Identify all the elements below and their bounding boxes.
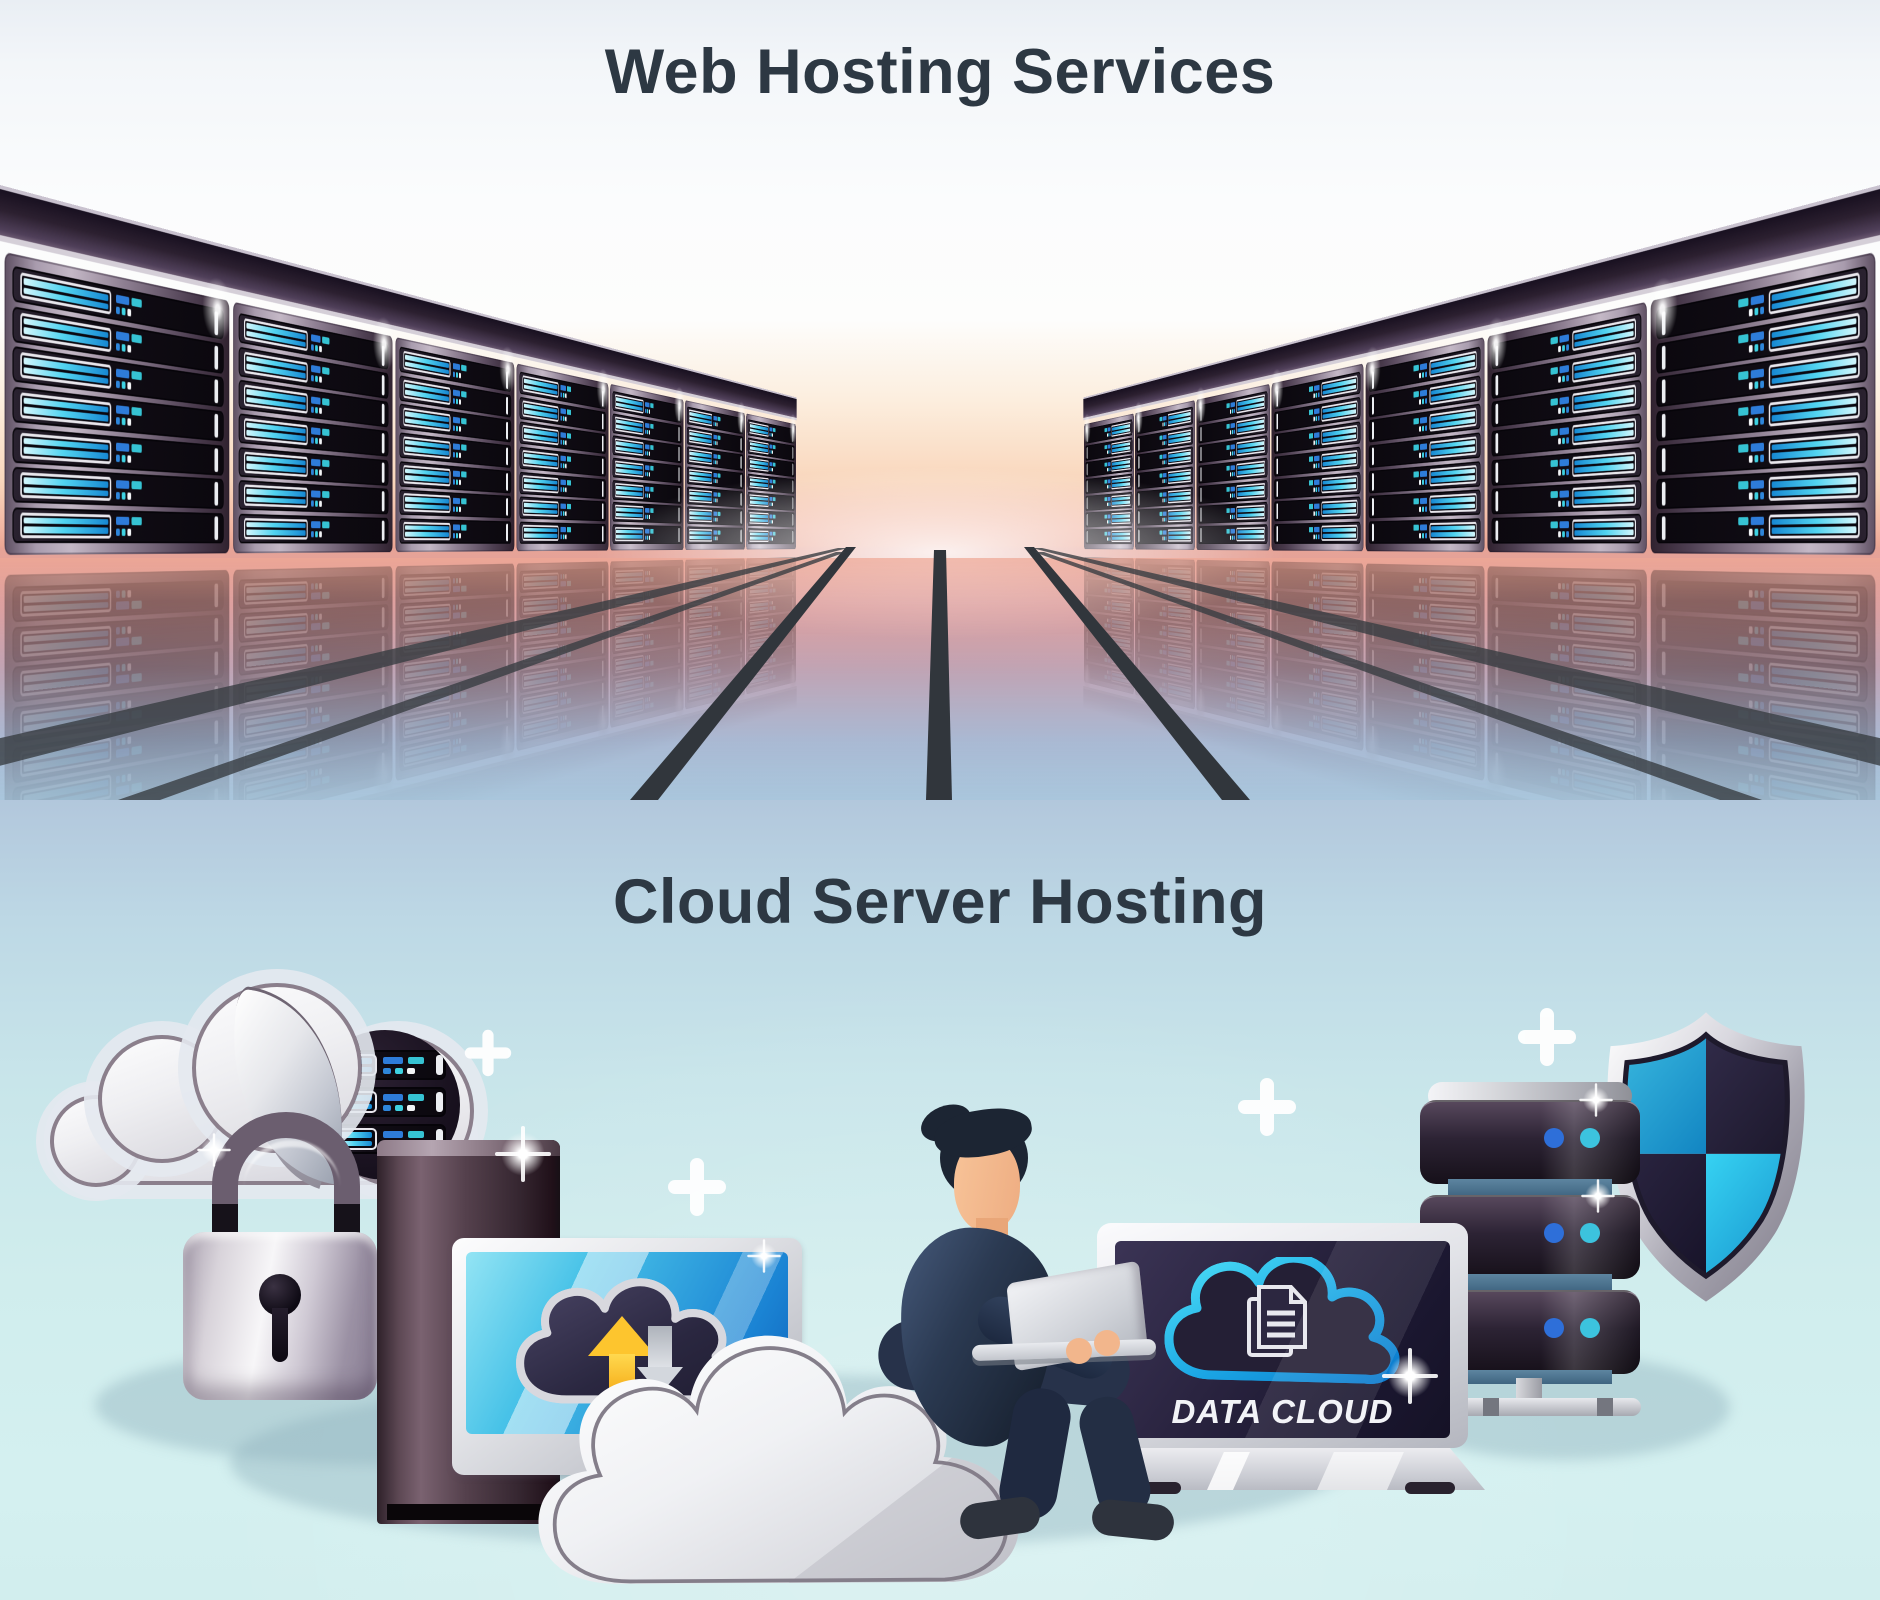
shoe [957,1494,1043,1542]
person-illustration [860,1097,1190,1570]
drum-connector [1448,1179,1612,1197]
status-dot-cyan [1580,1318,1600,1338]
plus-mark [668,1158,726,1216]
server-unit [324,1050,446,1080]
sparkle-icon [1581,1179,1615,1213]
padlock-shackle-tip [212,1204,238,1234]
plus-mark [1518,1008,1576,1066]
server-room-section: Web Hosting Services [0,0,1880,800]
sparkle-icon [1579,1083,1613,1117]
data-cloud-laptop: DATA CLOUD [1095,1220,1487,1495]
section-title-cloud-hosting: Cloud Server Hosting [612,867,1268,937]
drum-connector [1448,1370,1612,1384]
section-title-web-hosting: Web Hosting Services [604,37,1276,107]
sparkle-icon [495,1126,551,1182]
plus-mark [1238,1078,1296,1136]
plus-mark [464,1029,512,1077]
laptop-foot [1405,1482,1455,1494]
shoe [1090,1497,1176,1543]
down-arrow-shaft [648,1326,672,1368]
drum-connector [1448,1274,1612,1292]
sparkle-icon [747,1239,781,1273]
data-cloud-screen: DATA CLOUD [1115,1241,1450,1438]
status-dot-cyan [1580,1128,1600,1148]
status-dot-blue [1544,1318,1564,1338]
server-room-scene [0,170,1880,800]
padlock-shackle-tip [334,1204,360,1234]
server-unit [324,1087,446,1117]
status-dot-cyan [1580,1223,1600,1243]
database-stand-bar [1455,1398,1641,1416]
sparkle-icon [197,1133,231,1167]
status-dot-blue [1544,1128,1564,1148]
hand [1094,1330,1120,1356]
sparkle-icon [1382,1348,1438,1404]
hand [1066,1338,1092,1364]
status-dot-blue [1544,1223,1564,1243]
cloud-hosting-section: Cloud Server Hosting [0,800,1880,1600]
data-cloud-icon [1164,1257,1413,1387]
document-icon [1247,1285,1307,1357]
keyhole-icon [259,1274,301,1362]
floor-seam-lines [0,547,1880,800]
up-arrow-icon [588,1316,656,1356]
